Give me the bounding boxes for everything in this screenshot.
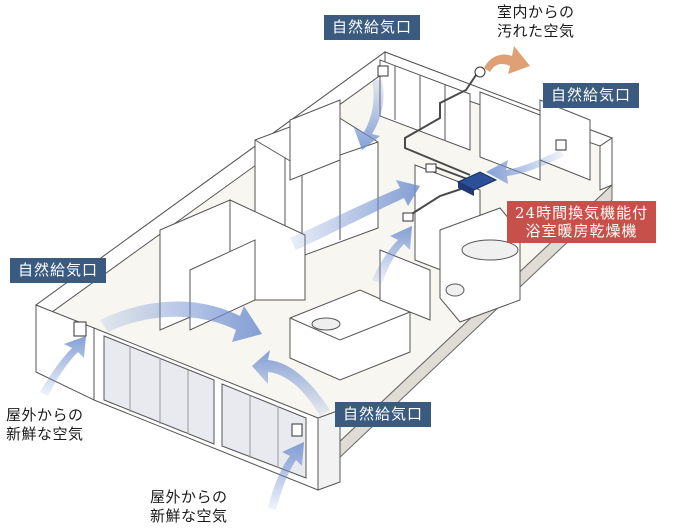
bathroom-fan-label-line1: 24時間換気機能付	[515, 204, 649, 222]
fresh-air-left-line1: 屋外からの	[6, 406, 84, 424]
room-partitions	[159, 59, 591, 381]
natural-inlet-label-left: 自然給気口	[10, 258, 107, 283]
bathroom-fan-label-line2: 浴室暖房乾燥機	[525, 222, 638, 240]
exhaust-caption-line2: 汚れた空気	[497, 22, 575, 40]
natural-inlet-label-top: 自然給気口	[324, 15, 421, 40]
airflow-arrows	[40, 80, 564, 510]
exhaust-ducts	[404, 71, 479, 216]
exhaust-outlet	[474, 66, 486, 78]
fresh-air-bottom-line2: 新鮮な空気	[150, 507, 228, 525]
fresh-air-caption-bottom: 屋外からの 新鮮な空気	[150, 488, 228, 526]
exhaust-arrow	[484, 46, 530, 74]
exhaust-caption: 室内からの 汚れた空気	[497, 3, 575, 41]
natural-inlet-label-right: 自然給気口	[543, 83, 640, 108]
fresh-air-caption-left: 屋外からの 新鮮な空気	[6, 406, 84, 444]
bathroom-fan-label: 24時間換気機能付 浴室暖房乾燥機	[507, 201, 657, 243]
exhaust-caption-line1: 室内からの	[497, 3, 575, 21]
inlet-vents	[73, 65, 567, 437]
fresh-air-bottom-line1: 屋外からの	[150, 488, 228, 506]
fresh-air-left-line2: 新鮮な空気	[6, 425, 84, 443]
bathroom-fan-unit	[456, 171, 498, 196]
natural-inlet-label-bottom: 自然給気口	[335, 402, 432, 427]
